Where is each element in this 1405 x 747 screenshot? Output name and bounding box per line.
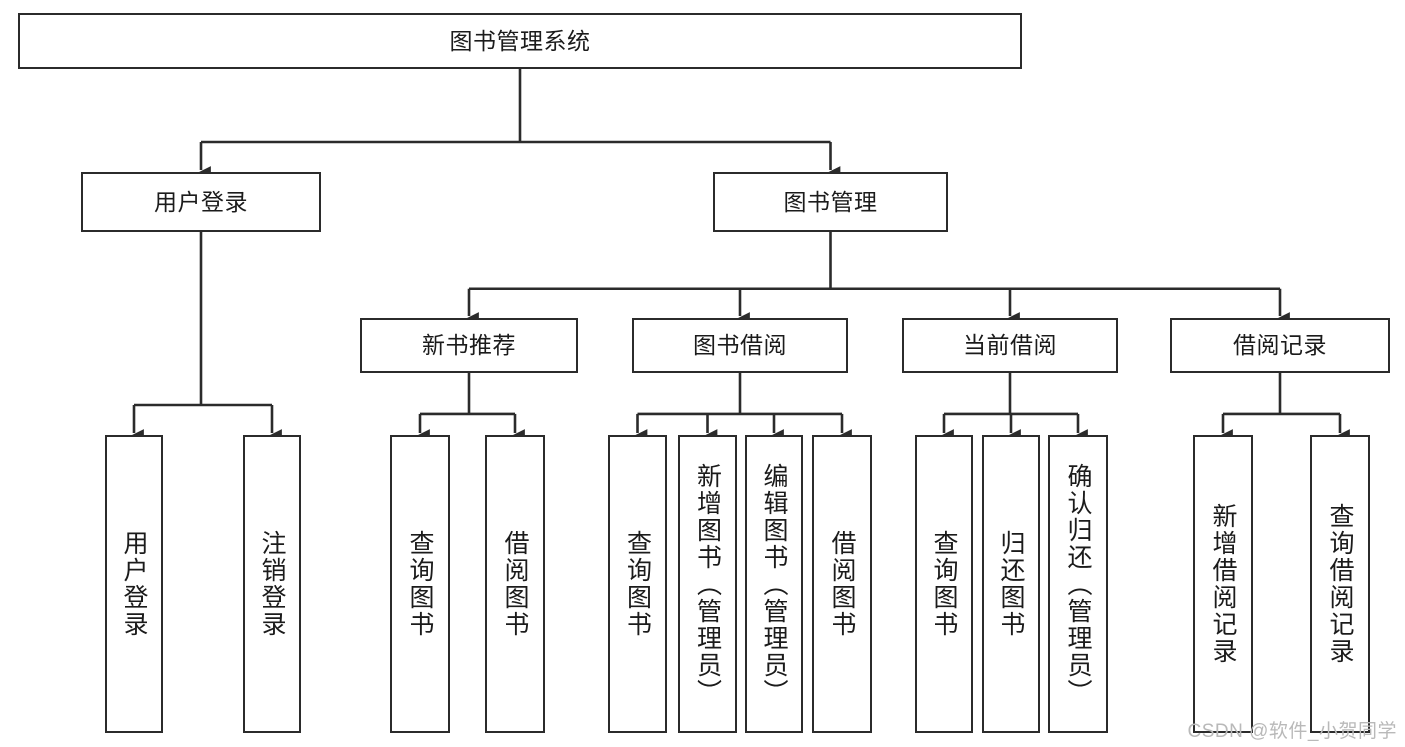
node-borrow[interactable]: 图书借阅 [632, 318, 848, 373]
node-label: 用户登录 [120, 530, 148, 638]
node-label: 编辑图书（管理员） [760, 462, 788, 706]
node-label: 查询图书 [406, 530, 434, 638]
node-current[interactable]: 当前借阅 [902, 318, 1118, 373]
node-label: 图书借阅 [693, 332, 787, 359]
node-l5[interactable]: 查询图书 [608, 435, 667, 733]
node-login[interactable]: 用户登录 [81, 172, 321, 232]
node-label: 新增借阅记录 [1209, 503, 1237, 665]
node-label: 归还图书 [997, 530, 1025, 638]
node-l11[interactable]: 确认归还（管理员） [1048, 435, 1108, 733]
node-label: 借阅图书 [828, 530, 856, 638]
node-label: 新增图书（管理员） [693, 462, 722, 706]
node-label: 查询借阅记录 [1326, 503, 1354, 665]
node-records[interactable]: 借阅记录 [1170, 318, 1390, 373]
node-l6[interactable]: 新增图书（管理员） [678, 435, 737, 733]
node-l3[interactable]: 查询图书 [390, 435, 450, 733]
node-label: 借阅图书 [501, 530, 529, 638]
node-l1[interactable]: 用户登录 [105, 435, 163, 733]
node-label: 注销登录 [258, 530, 286, 638]
node-label: 当前借阅 [963, 332, 1057, 359]
node-label: 查询图书 [623, 530, 652, 638]
node-label: 借阅记录 [1233, 332, 1327, 359]
node-l12[interactable]: 新增借阅记录 [1193, 435, 1253, 733]
node-label: 用户登录 [154, 188, 248, 215]
node-l9[interactable]: 查询图书 [915, 435, 973, 733]
node-l8[interactable]: 借阅图书 [812, 435, 872, 733]
node-l7[interactable]: 编辑图书（管理员） [745, 435, 803, 733]
node-l13[interactable]: 查询借阅记录 [1310, 435, 1370, 733]
node-newbook[interactable]: 新书推荐 [360, 318, 578, 373]
node-l10[interactable]: 归还图书 [982, 435, 1040, 733]
node-bookmgmt[interactable]: 图书管理 [713, 172, 948, 232]
node-label: 图书管理 [783, 188, 878, 215]
node-label: 确认归还（管理员） [1064, 462, 1092, 706]
node-label: 新书推荐 [422, 332, 516, 359]
node-label: 查询图书 [930, 530, 958, 638]
node-root[interactable]: 图书管理系统 [18, 13, 1022, 69]
node-l4[interactable]: 借阅图书 [485, 435, 545, 733]
node-label: 图书管理系统 [449, 27, 591, 54]
node-l2[interactable]: 注销登录 [243, 435, 301, 733]
watermark: CSDN @软件_小贺同学 [1187, 721, 1397, 742]
